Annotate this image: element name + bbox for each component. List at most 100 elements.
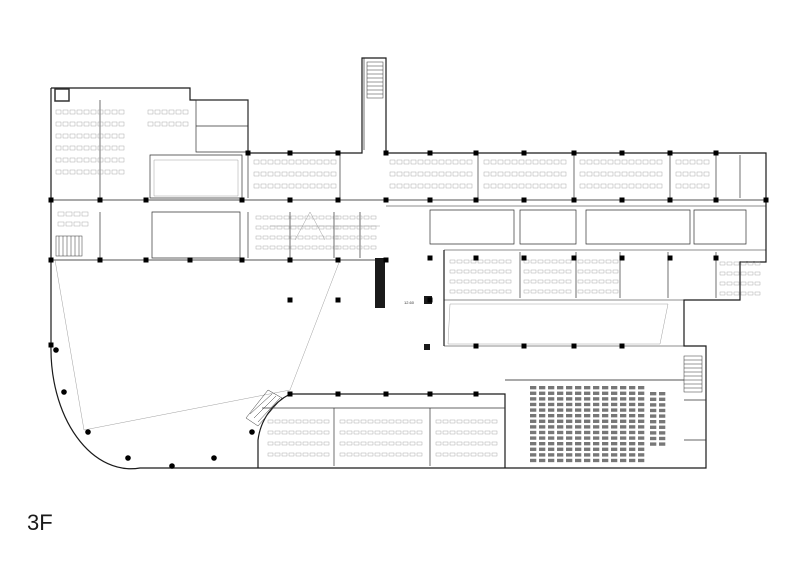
column <box>521 150 527 156</box>
desk <box>649 183 656 189</box>
auditorium-seat <box>593 447 600 451</box>
desk <box>346 419 353 424</box>
desk <box>614 159 621 165</box>
auditorium-seat <box>530 414 537 418</box>
desk <box>689 183 696 189</box>
auditorium-seat <box>650 420 657 424</box>
desk <box>431 183 438 189</box>
auditorium-seat <box>566 436 573 440</box>
desk <box>403 183 410 189</box>
desk <box>537 289 544 294</box>
desk <box>381 430 388 435</box>
auditorium-seat <box>638 386 645 390</box>
desk <box>395 430 402 435</box>
desk <box>269 225 276 230</box>
auditorium-seat <box>593 425 600 429</box>
desk <box>332 225 339 230</box>
desk <box>260 183 267 189</box>
auditorium-seat <box>566 402 573 407</box>
desk <box>523 269 530 274</box>
desk <box>154 109 161 115</box>
auditorium-seat <box>659 408 666 413</box>
desk <box>97 133 104 139</box>
desk <box>593 183 600 189</box>
auditorium-seat <box>557 397 564 401</box>
column <box>667 197 673 203</box>
desk <box>504 159 511 165</box>
auditorium-seat <box>629 419 636 423</box>
desk <box>69 133 76 139</box>
desk <box>90 145 97 151</box>
auditorium-seat <box>575 430 582 435</box>
auditorium-seat <box>584 414 591 418</box>
auditorium-seat <box>593 402 600 407</box>
desk <box>281 452 288 457</box>
desk <box>339 430 346 435</box>
column <box>169 463 175 469</box>
desk <box>118 169 125 175</box>
column <box>287 297 293 303</box>
desk <box>73 211 81 217</box>
desk <box>593 159 600 165</box>
auditorium-seat <box>557 442 564 446</box>
desk <box>456 441 463 446</box>
desk <box>605 269 612 274</box>
column <box>427 297 433 303</box>
auditorium-seat <box>539 442 546 446</box>
desk <box>288 419 295 424</box>
column <box>473 391 479 397</box>
auditorium-seat <box>575 408 582 412</box>
auditorium-seat <box>629 408 636 412</box>
desk <box>318 245 325 250</box>
desk <box>505 259 512 264</box>
column <box>427 391 433 397</box>
auditorium-seat <box>659 431 666 435</box>
desk <box>161 121 168 127</box>
desk <box>302 183 309 189</box>
auditorium-seat <box>593 408 600 412</box>
auditorium-seat <box>629 458 636 463</box>
desk <box>689 159 696 165</box>
column <box>427 255 433 261</box>
auditorium-seat <box>611 419 618 423</box>
desk <box>353 430 360 435</box>
auditorium-seat <box>629 436 636 440</box>
desk <box>325 225 332 230</box>
auditorium-seat <box>539 386 546 390</box>
desk <box>118 145 125 151</box>
auditorium-seat <box>557 386 564 390</box>
column <box>143 257 149 263</box>
desk <box>438 159 445 165</box>
auditorium-seat <box>593 414 600 418</box>
auditorium-seat <box>539 397 546 401</box>
auditorium-seat <box>620 458 627 463</box>
desk <box>431 159 438 165</box>
desk <box>544 269 551 274</box>
desk <box>445 183 452 189</box>
desk <box>402 441 409 446</box>
desk <box>586 159 593 165</box>
auditorium-seat <box>650 397 657 401</box>
desk <box>635 171 642 177</box>
desk <box>274 419 281 424</box>
desk <box>539 183 546 189</box>
auditorium-seat <box>650 408 657 413</box>
desk <box>577 269 584 274</box>
desk <box>491 452 498 457</box>
desk <box>311 215 318 220</box>
auditorium-seat <box>575 425 582 429</box>
auditorium-seat <box>650 392 657 396</box>
desk <box>267 430 274 435</box>
desk <box>544 259 551 264</box>
auditorium-seat <box>602 453 609 457</box>
auditorium-seat <box>620 436 627 440</box>
desk <box>111 157 118 163</box>
desk <box>477 430 484 435</box>
desk <box>342 245 349 250</box>
desk <box>55 133 62 139</box>
auditorium-seat <box>650 414 657 418</box>
auditorium-seat <box>575 391 582 395</box>
auditorium-seat <box>638 436 645 440</box>
desk <box>389 183 396 189</box>
auditorium-seat <box>638 430 645 435</box>
